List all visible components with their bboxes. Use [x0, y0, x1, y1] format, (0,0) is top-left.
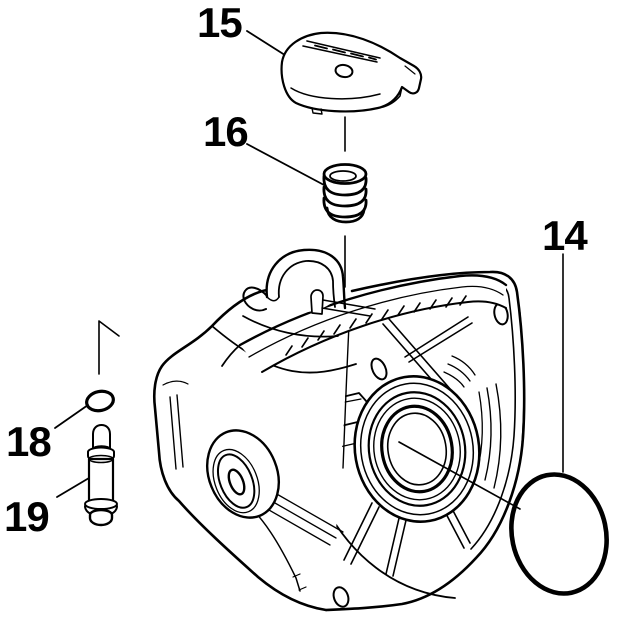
- part-18-small-o-ring: [85, 389, 115, 413]
- callout-18: 18: [6, 418, 51, 465]
- leader-15: [246, 30, 289, 58]
- spring-seat-pin: [310, 289, 324, 315]
- spindle-lock-boss: [206, 429, 280, 519]
- callout-19: 19: [4, 493, 49, 540]
- part-14-large-o-ring: [509, 472, 609, 596]
- bearing-bore: [353, 375, 481, 523]
- leader-lines: [54, 30, 564, 510]
- gear-housing-body: [152, 287, 357, 612]
- leader-18: [54, 404, 89, 429]
- leader-19: [56, 477, 90, 498]
- gear-housing-flange: [319, 270, 526, 612]
- lever-mount-boss: [242, 247, 376, 338]
- cap-center-hole: [334, 63, 354, 79]
- bolt-hole-bottom: [332, 586, 350, 608]
- bolt-hole-top-left: [370, 357, 388, 381]
- leader-18-19-flag: [98, 320, 120, 375]
- callout-labels: 15 16 14 18 19: [4, 0, 589, 540]
- callout-15: 15: [197, 0, 242, 46]
- housing-top-rail: [221, 274, 508, 373]
- leader-14-to-bore: [398, 441, 521, 510]
- callout-14: 14: [542, 212, 588, 259]
- part-19-pin: [84, 424, 118, 527]
- leader-16: [246, 143, 325, 186]
- part-15-cover-lever: [280, 31, 423, 115]
- part-16-coil-spring: [322, 163, 368, 224]
- callout-16: 16: [203, 108, 248, 155]
